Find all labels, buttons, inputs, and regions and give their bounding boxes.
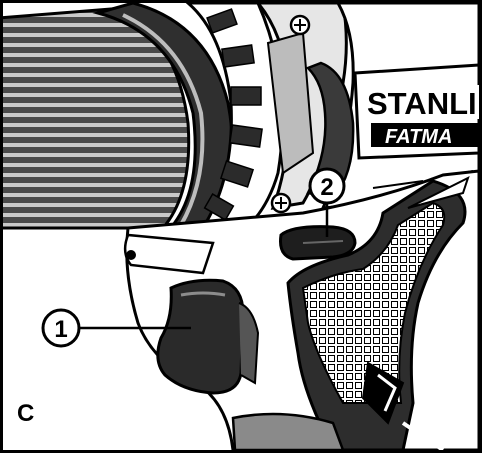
forward-reverse-button bbox=[279, 225, 357, 261]
brand-name-text: STANLI bbox=[367, 86, 477, 121]
brand-badge: STANLI FATMA bbox=[353, 63, 479, 160]
screw-bottom bbox=[270, 192, 292, 214]
clutch-collar bbox=[185, 3, 284, 240]
screw-top bbox=[289, 14, 311, 36]
chuck bbox=[3, 3, 234, 235]
callout-1: 1 bbox=[41, 308, 191, 348]
drill-illustration: STANLI FATMA 1 bbox=[3, 3, 479, 450]
callout-2: 2 bbox=[308, 167, 346, 237]
motor-housing: STANLI FATMA bbox=[305, 3, 479, 210]
callout-1-number: 1 bbox=[54, 316, 67, 343]
trigger-switch bbox=[156, 278, 260, 395]
callout-2-number: 2 bbox=[320, 174, 333, 201]
brand-subline-text: FATMA bbox=[385, 126, 452, 148]
panel-letter: C bbox=[17, 400, 34, 427]
gear-housing bbox=[256, 3, 348, 214]
